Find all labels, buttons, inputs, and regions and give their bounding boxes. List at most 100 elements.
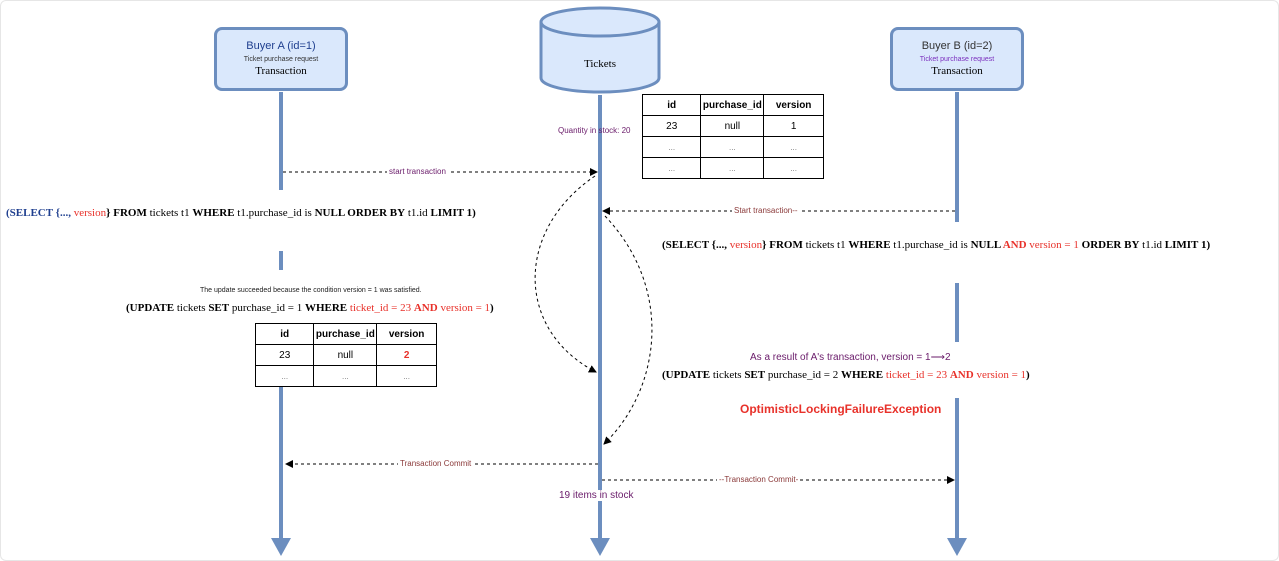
sql-version: version	[73, 207, 107, 219]
sql-keyword: NULL ORDER BY	[314, 207, 406, 219]
sql-part: purchase_id = 2	[765, 369, 841, 381]
sql-part: t1.id	[405, 207, 431, 219]
table-cell: ...	[763, 157, 824, 179]
sql-update-a: (UPDATE tickets SET purchase_id = 1 WHER…	[126, 302, 494, 314]
version-changed-note: As a result of A's transaction, version …	[750, 352, 951, 363]
sql-keyword: WHERE	[848, 239, 891, 251]
table-cell: ...	[641, 136, 702, 158]
sql-keyword: NULL	[970, 239, 1001, 251]
table-cell: ...	[700, 136, 765, 158]
sql-keyword: LIMIT 1	[430, 207, 473, 219]
table-cell: ...	[376, 365, 437, 387]
sql-part: tickets t1	[146, 207, 193, 219]
sql-part: {...,	[708, 239, 730, 251]
table-row: 23 null 2	[254, 344, 437, 366]
sql-keyword: ORDER BY	[1081, 239, 1140, 251]
table-row: ... ... ...	[254, 365, 437, 387]
sql-part: t1.id	[1139, 239, 1165, 251]
sql-keyword: AND	[413, 302, 438, 314]
table-row: ... ... ...	[641, 136, 824, 158]
table-header: version	[376, 323, 437, 345]
tickets-title: Tickets	[584, 58, 616, 70]
sql-keyword: SET	[744, 369, 766, 381]
sql-part: (	[662, 369, 666, 381]
buyer-b-subtitle: Ticket purchase request	[919, 56, 995, 63]
table-cell: ...	[641, 157, 702, 179]
table-cell: null	[700, 115, 765, 137]
tickets-table-a: id purchase_id version 23 null 2 ... ...…	[254, 323, 437, 387]
table-cell: ...	[763, 136, 824, 158]
curve-b	[603, 215, 653, 445]
update-succeeded-note: The update succeeded because the conditi…	[200, 287, 422, 294]
sql-part: ticket_id = 23	[347, 302, 414, 314]
sql-part: ticket_id = 23	[883, 369, 950, 381]
table-cell: null	[313, 344, 378, 366]
sql-select-a: (SELECT {..., version} FROM tickets t1 W…	[6, 207, 476, 219]
start-transaction-a-label: start transaction	[387, 167, 448, 176]
commit-a-label: Transaction Commit	[398, 459, 474, 468]
sql-part: (	[6, 207, 10, 219]
sql-keyword: UPDATE	[129, 302, 175, 314]
table-row: 23 null 1	[641, 115, 824, 137]
table-header: purchase_id	[313, 323, 378, 345]
lifeline-b-arrowhead	[947, 538, 967, 556]
sql-keyword: SET	[208, 302, 230, 314]
sql-update-b: (UPDATE tickets SET purchase_id = 2 WHER…	[662, 369, 1030, 381]
table-header: version	[763, 94, 824, 116]
sql-keyword: FROM	[113, 207, 147, 219]
sql-keyword: AND	[1000, 239, 1027, 251]
sql-keyword: SELECT	[9, 207, 53, 219]
sql-version: version	[729, 239, 763, 251]
sql-part: }	[762, 239, 770, 251]
sql-part: tickets	[710, 369, 745, 381]
table-header-row: id purchase_id version	[254, 323, 437, 345]
table-row: ... ... ...	[641, 157, 824, 179]
lifeline-tickets-arrowhead	[590, 538, 610, 556]
sql-part: (	[126, 302, 130, 314]
sql-part: purchase_id = 1	[229, 302, 305, 314]
sql-part: )	[490, 302, 494, 314]
buyer-a-caption: Transaction	[255, 65, 307, 77]
sql-part: )	[472, 207, 476, 219]
sql-part: version = 1	[437, 302, 491, 314]
sql-keyword: UPDATE	[665, 369, 711, 381]
sql-part: t1.purchase_id is	[890, 239, 971, 251]
table-header-row: id purchase_id version	[641, 94, 824, 116]
table-header: id	[641, 94, 702, 116]
commit-b-label: --Transaction Commit-	[717, 475, 801, 484]
table-cell: ...	[313, 365, 378, 387]
sql-keyword: FROM	[769, 239, 803, 251]
start-transaction-b-label: Start transaction--	[732, 206, 800, 215]
table-cell: 1	[763, 115, 824, 137]
sql-part: {...,	[52, 207, 74, 219]
curve-a	[534, 175, 597, 373]
buyer-a-title: Buyer A (id=1)	[246, 40, 316, 52]
sql-part: (	[662, 239, 666, 251]
sql-part: )	[1206, 239, 1211, 251]
table-cell-version-updated: 2	[376, 344, 437, 366]
buyer-b-caption: Transaction	[931, 65, 983, 77]
table-header: purchase_id	[700, 94, 765, 116]
sql-part: tickets	[174, 302, 209, 314]
sql-part: )	[1026, 369, 1030, 381]
table-cell: 23	[641, 115, 702, 137]
sql-part: version = 1	[973, 369, 1027, 381]
sql-keyword: WHERE	[304, 302, 348, 314]
sql-part: version = 1	[1026, 239, 1082, 251]
tickets-database	[539, 6, 661, 94]
sql-part: t1.purchase_id is	[234, 207, 315, 219]
sql-keyword: LIMIT 1	[1164, 239, 1207, 251]
items-in-stock: 19 items in stock	[558, 490, 635, 501]
sql-keyword: WHERE	[840, 369, 884, 381]
sql-keyword: WHERE	[192, 207, 235, 219]
lifeline-a-arrowhead	[271, 538, 291, 556]
table-cell: ...	[700, 157, 765, 179]
sql-part: }	[106, 207, 114, 219]
tickets-table-top: id purchase_id version 23 null 1 ... ...…	[641, 94, 824, 179]
sql-part: tickets t1	[802, 239, 849, 251]
sql-select-b: (SELECT {..., version} FROM tickets t1 W…	[662, 239, 1210, 251]
actor-buyer-b: Buyer B (id=2) Ticket purchase request T…	[890, 27, 1024, 91]
sql-keyword: AND	[949, 369, 974, 381]
